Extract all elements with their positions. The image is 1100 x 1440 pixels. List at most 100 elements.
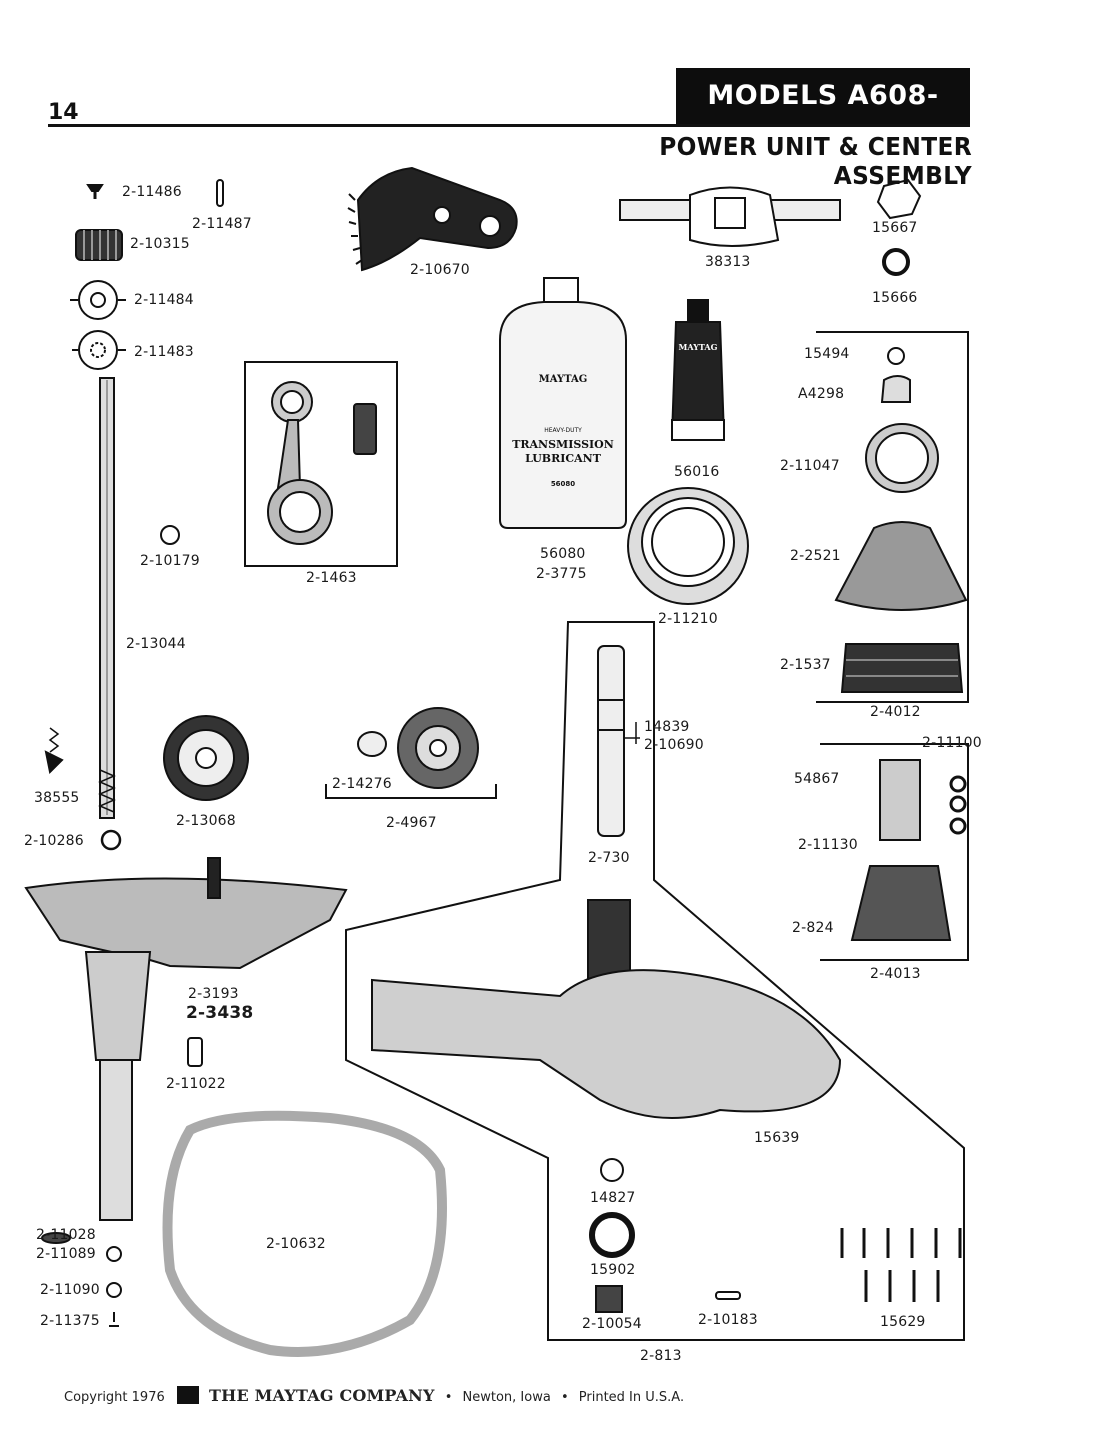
label-2-11487: 2-11487	[192, 216, 252, 232]
label-2-14276: 2-14276	[332, 776, 392, 792]
bearing-2-13068-drawing	[163, 715, 249, 801]
ball-14827-drawing	[600, 1158, 624, 1182]
pin-2-10183-drawing	[715, 1291, 741, 1300]
label-2-11089: 2-11089	[36, 1246, 96, 1262]
ball-15494-drawing	[887, 347, 905, 365]
label-2-10315: 2-10315	[130, 236, 190, 252]
cap-A4298-drawing	[880, 375, 911, 403]
label-2-10670: 2-10670	[410, 262, 470, 278]
ring-2-11100-b-drawing	[949, 795, 967, 813]
label-2-11090: 2-11090	[40, 1282, 100, 1298]
label-2-813: 2-813	[640, 1348, 682, 1364]
wrench-38313-drawing	[619, 186, 841, 247]
label-2-10054: 2-10054	[582, 1316, 642, 1332]
ball-2-14276-drawing	[357, 731, 387, 757]
footer-location: Newton, Iowa	[462, 1390, 551, 1405]
footer-printed: Printed In U.S.A.	[578, 1390, 685, 1405]
label-2-824: 2-824	[792, 920, 834, 936]
label-38313: 38313	[705, 254, 751, 270]
bottle-line2-text: LUBRICANT	[525, 452, 602, 465]
screws-15629-drawing	[840, 1228, 962, 1302]
bottle-56080-drawing	[499, 277, 627, 529]
ring-2-11047-drawing	[865, 423, 939, 493]
footer: Copyright 1976 THE MAYTAG COMPANY • Newt…	[64, 1386, 684, 1405]
bushing-2-11022-drawing	[187, 1037, 203, 1067]
gear-2-10054-drawing	[595, 1285, 623, 1313]
pin-2-11375-drawing	[109, 1312, 119, 1327]
label-2-4013: 2-4013	[870, 966, 921, 982]
label-2-10690: 2-10690	[644, 737, 704, 753]
bottle-brand-text: MAYTAG	[539, 374, 588, 385]
bullet-icon: •	[560, 1390, 569, 1405]
label-15639: 15639	[754, 1130, 800, 1146]
label-2-11028: 2-11028	[36, 1227, 96, 1243]
label-2-4967: 2-4967	[386, 815, 437, 831]
label-2-11210: 2-11210	[658, 611, 718, 627]
label-2-1463: 2-1463	[306, 570, 357, 586]
label-15667: 15667	[872, 220, 918, 236]
washer-2-11090-drawing	[106, 1282, 122, 1298]
label-2-13068: 2-13068	[176, 813, 236, 829]
gear-2-10670-drawing	[347, 166, 518, 272]
bellows-2-1537-drawing	[840, 643, 964, 693]
screw-2-11486-drawing	[86, 184, 104, 199]
pin-2-11487-drawing	[216, 179, 224, 207]
label-2-11047: 2-11047	[780, 458, 840, 474]
rod-2-1463-drawing	[267, 381, 377, 545]
label-2-11486: 2-11486	[122, 184, 182, 200]
label-2-4012: 2-4012	[870, 704, 921, 720]
footer-company: THE MAYTAG COMPANY	[209, 1386, 435, 1405]
bottle-code-text: 56080	[551, 480, 575, 488]
label-2-11130: 2-11130	[798, 837, 858, 853]
gear-2-4967-drawing	[397, 707, 479, 789]
label-2-3438: 2-3438	[186, 1003, 254, 1023]
washer-2-11483-drawing	[72, 330, 126, 370]
label-2-11375: 2-11375	[40, 1313, 100, 1329]
ring-2-11100-a-drawing	[949, 775, 967, 793]
models-badge: MODELS A608-A608S	[676, 68, 970, 167]
tube-brand-text: MAYTAG	[679, 342, 718, 352]
clip-38555-drawing	[44, 727, 64, 775]
label-15494: 15494	[804, 346, 850, 362]
outline-2-813-drawing	[345, 621, 965, 1341]
label-2-10179: 2-10179	[140, 553, 200, 569]
bottle-sub-text: HEAVY-DUTY	[544, 427, 582, 434]
label-2-11022: 2-11022	[166, 1076, 226, 1092]
shaft-2-13044-drawing	[98, 377, 116, 819]
label-2-730: 2-730	[588, 850, 630, 866]
ring-2-10286-drawing	[100, 829, 122, 851]
label-54867: 54867	[794, 771, 840, 787]
ring-15666-drawing	[882, 248, 910, 276]
bullet-icon: •	[444, 1390, 453, 1405]
hub-2-824-drawing	[850, 865, 952, 941]
label-2-11484: 2-11484	[134, 292, 194, 308]
label-2-13044: 2-13044	[126, 636, 186, 652]
footer-copyright: Copyright 1976	[64, 1390, 165, 1405]
bracket-2-4967-drawing	[325, 784, 497, 799]
nut-2-10315-drawing	[75, 229, 123, 261]
sleeve-2-11130-drawing	[879, 759, 921, 841]
page-number: 14	[48, 100, 79, 125]
clip-2-11028-drawing	[41, 1232, 71, 1244]
shaft-2-730-drawing	[597, 645, 625, 837]
header-rule	[48, 124, 970, 127]
box-2-4012-drawing	[816, 331, 969, 703]
label-56016: 56016	[674, 464, 720, 480]
label-15902: 15902	[590, 1262, 636, 1278]
label-2-3775: 2-3775	[536, 566, 587, 582]
label-2-10286: 2-10286	[24, 833, 84, 849]
label-2-10632: 2-10632	[266, 1236, 326, 1252]
label-2-2521: 2-2521	[790, 548, 841, 564]
label-38555: 38555	[34, 790, 80, 806]
label-14827: 14827	[590, 1190, 636, 1206]
housing-2-3193-drawing	[24, 857, 348, 1221]
boot-2-2521-drawing	[834, 521, 968, 611]
ball-2-10179-drawing	[160, 525, 180, 545]
label-2-3193: 2-3193	[188, 986, 239, 1002]
label-A4298: A4298	[798, 386, 845, 402]
label-14839: 14839	[644, 719, 690, 735]
bottle-line1-text: TRANSMISSION	[512, 438, 614, 451]
ring-15902-drawing	[589, 1212, 635, 1258]
washer-2-11484-drawing	[70, 280, 126, 320]
